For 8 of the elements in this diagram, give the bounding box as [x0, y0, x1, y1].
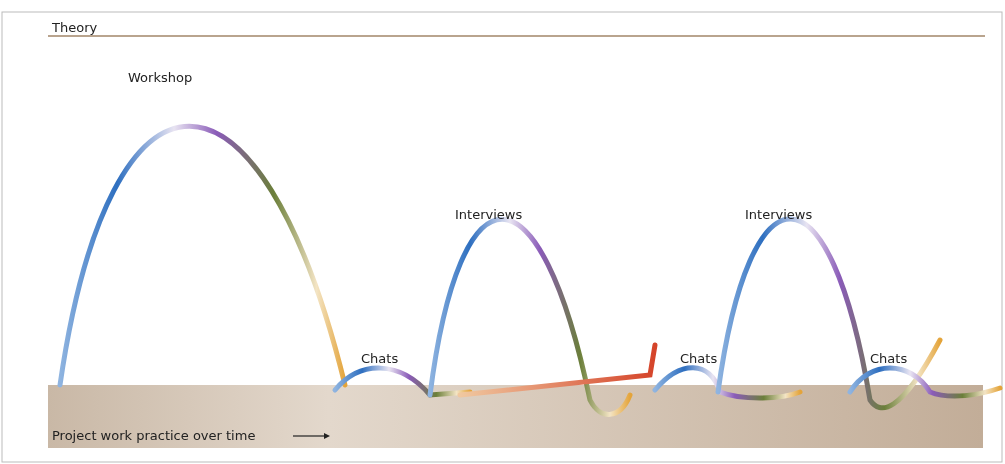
axis-label: Project work practice over time: [52, 428, 256, 444]
arc-label: Chats: [870, 351, 908, 367]
arc-label: Interviews: [455, 207, 523, 223]
arc-label: Chats: [361, 351, 399, 367]
arc-label: Chats: [680, 351, 718, 367]
arc-label: Workshop: [128, 70, 193, 86]
band-label: Theory: [52, 20, 98, 36]
arc-label: Interviews: [745, 207, 813, 223]
